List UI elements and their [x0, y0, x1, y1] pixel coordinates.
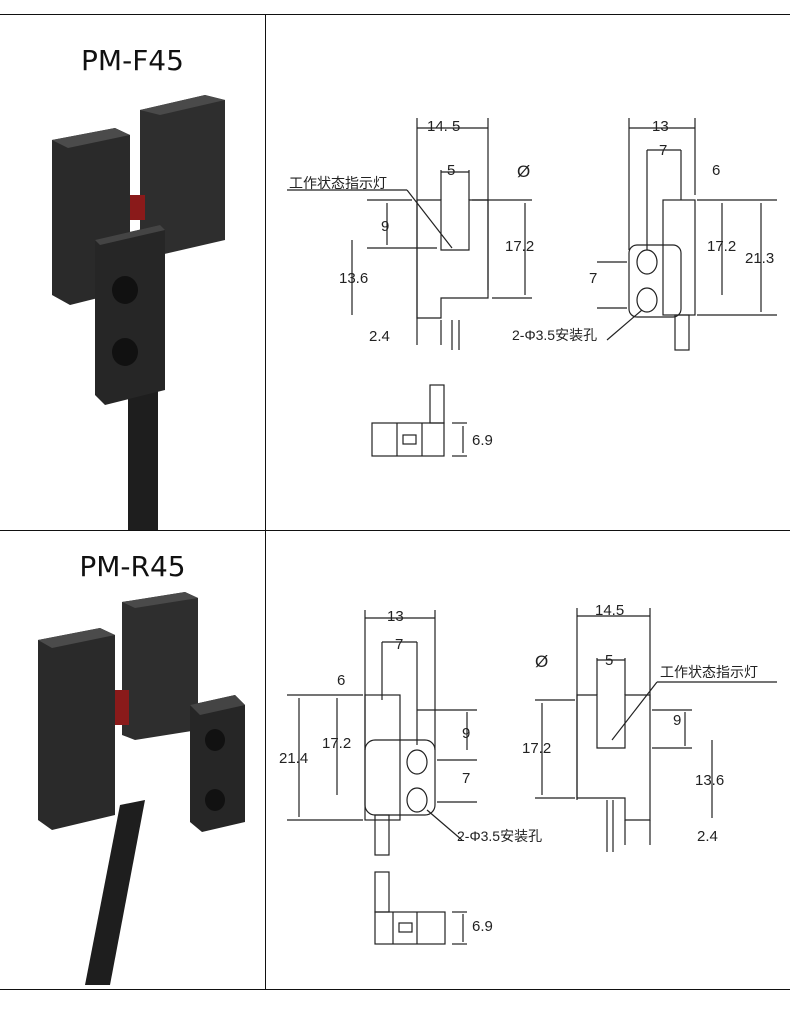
indicator-label: 工作状态指示灯	[660, 664, 758, 680]
table-border-top	[0, 14, 790, 15]
dim-height-slot: 17.2	[505, 238, 535, 255]
front-view	[287, 118, 532, 350]
dim-hole-offset: 13.6	[695, 772, 725, 789]
dim-bottom-height: 6.9	[472, 918, 493, 935]
dim-side-six: 6	[337, 672, 346, 689]
model-title-pm-r45: PM-R45	[79, 550, 186, 583]
dimension-drawing-pm-f45: 14. 5 5 工作状态指示灯 9 17.2 13.6 2.4 Ø 13 7 6…	[267, 100, 789, 480]
dim-side-height: 17.2	[322, 735, 352, 752]
dim-side-height: 17.2	[707, 238, 737, 255]
side-view	[597, 118, 777, 351]
dim-width-total: 14. 5	[427, 118, 461, 135]
dim-width-total: 14.5	[595, 602, 625, 619]
bottom-view	[371, 384, 467, 457]
holes-label: 2-Φ3.5安装孔	[457, 828, 543, 844]
table-row-divider	[0, 530, 790, 531]
dim-thickness: 2.4	[697, 828, 718, 845]
model-title-pm-f45: PM-F45	[81, 44, 184, 77]
dim-slot-width: 5	[605, 652, 614, 669]
dim-side-inner: 7	[659, 142, 668, 159]
dim-side-total: 13	[387, 608, 404, 625]
dim-side-full: 21.3	[745, 250, 775, 267]
dim-slot-depth: 9	[381, 218, 390, 235]
zero-symbol: Ø	[517, 162, 531, 181]
dim-side-six: 6	[712, 162, 721, 179]
dim-height-slot: 17.2	[522, 740, 552, 757]
dim-side-inner: 7	[395, 636, 404, 653]
dim-bottom-height: 6.9	[472, 432, 493, 449]
zero-symbol: Ø	[535, 652, 549, 671]
dim-slot-depth-side: 9	[462, 725, 471, 742]
dim-side-full: 21.4	[279, 750, 309, 767]
dim-slot-depth: 9	[673, 712, 682, 729]
dim-slot-width: 5	[447, 162, 456, 179]
table-border-bottom	[0, 989, 790, 990]
dim-hole-offset: 13.6	[339, 270, 369, 287]
bottom-view	[374, 871, 467, 945]
dim-hole-pitch: 7	[462, 770, 471, 787]
table-column-divider	[265, 14, 266, 990]
holes-label: 2-Φ3.5安装孔	[512, 327, 598, 343]
sensor-photo-pm-f45	[30, 90, 265, 530]
front-view	[535, 608, 777, 852]
dim-side-total: 13	[652, 118, 669, 135]
dimension-drawing-pm-r45: 13 7 6 21.4 17.2 9 7 2-Φ3.5安装孔 14.5 5 Ø …	[267, 600, 789, 980]
side-view	[287, 610, 477, 856]
sensor-photo-pm-r45	[30, 590, 265, 985]
dim-hole-pitch: 7	[589, 270, 598, 287]
dim-thickness: 2.4	[369, 328, 390, 345]
indicator-label: 工作状态指示灯	[289, 175, 387, 191]
